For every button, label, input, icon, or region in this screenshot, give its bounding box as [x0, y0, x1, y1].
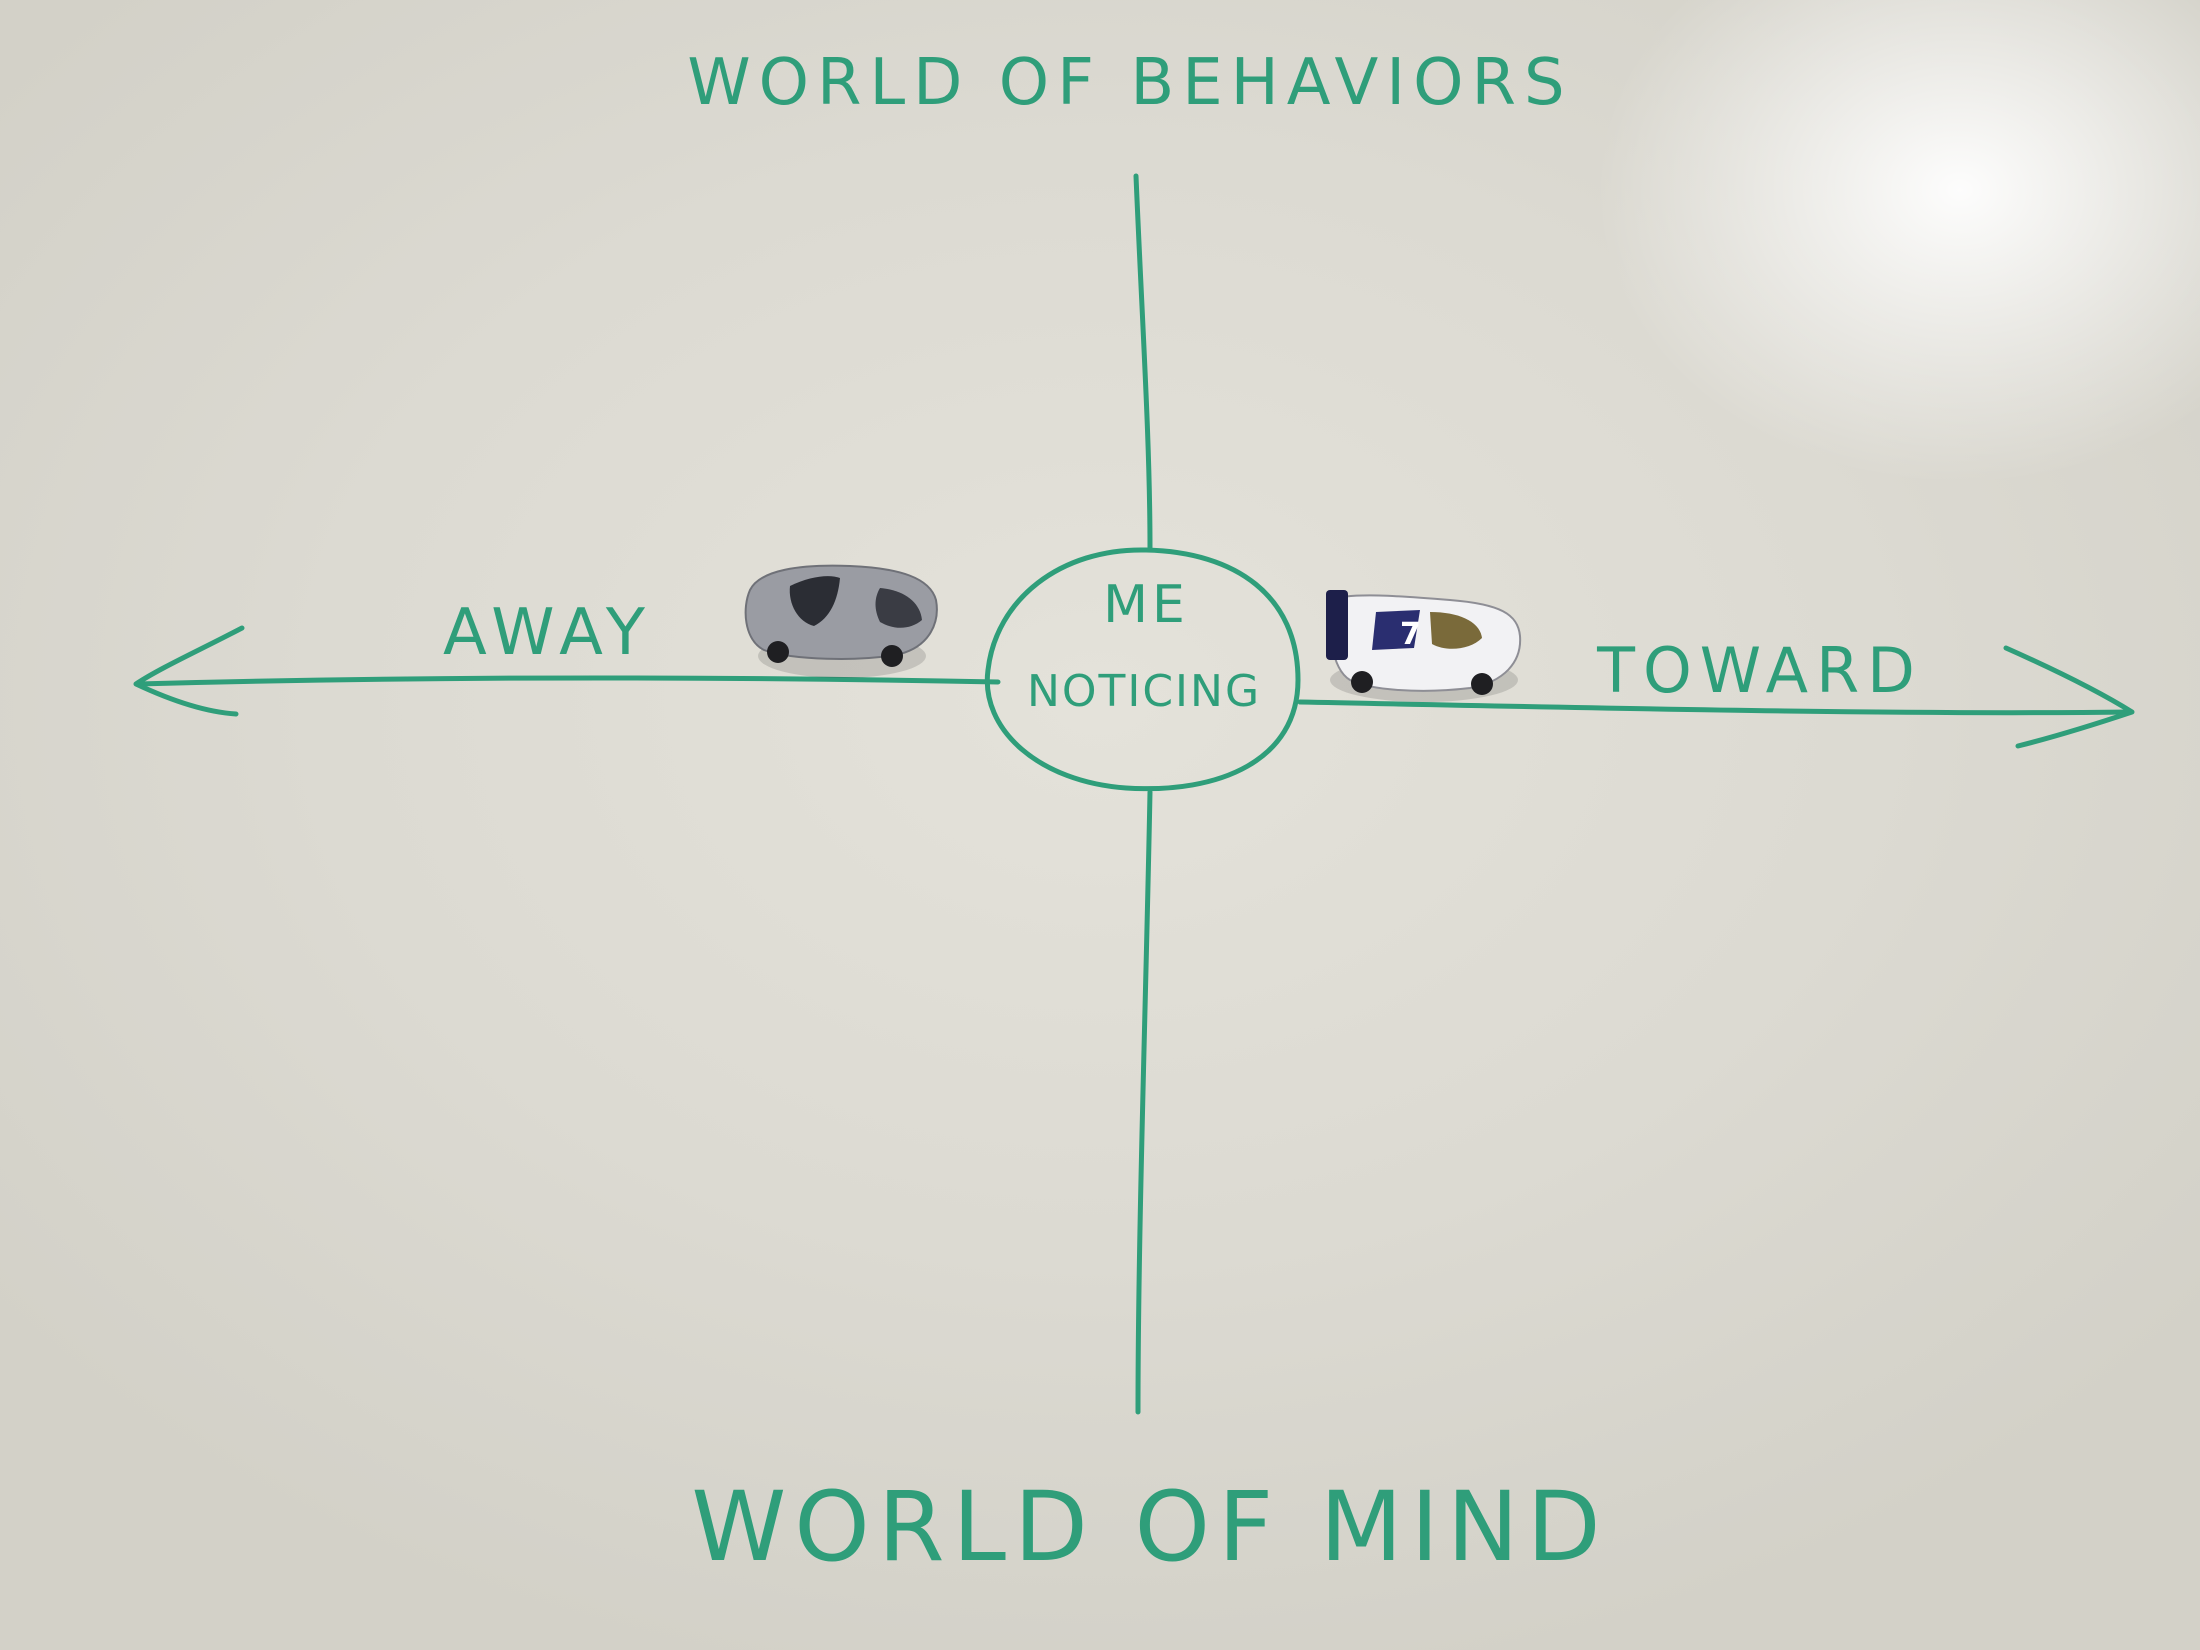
- bottom-label: WORLD OF MIND: [691, 1471, 1608, 1583]
- vertical-axis-top: [1133, 173, 1153, 551]
- horizontal-axis-right: [1297, 699, 2133, 716]
- center-label-me: ME: [1103, 575, 1189, 635]
- car-number: 7: [1400, 617, 1421, 652]
- left-label: AWAY: [443, 596, 653, 670]
- arrow-left-head-icon: [133, 625, 245, 717]
- top-label: WORLD OF BEHAVIORS: [687, 46, 1572, 120]
- center-circle: [984, 547, 1301, 792]
- toy-car-right: 7: [1326, 590, 1522, 702]
- arrow-right-head-icon: [2003, 645, 2135, 749]
- horizontal-axis-left: [135, 675, 1001, 687]
- center-label-noticing: NOTICING: [1027, 666, 1261, 717]
- vertical-axis-bottom: [1135, 789, 1153, 1415]
- right-label: TOWARD: [1596, 634, 1923, 707]
- toy-car-left: [744, 564, 938, 678]
